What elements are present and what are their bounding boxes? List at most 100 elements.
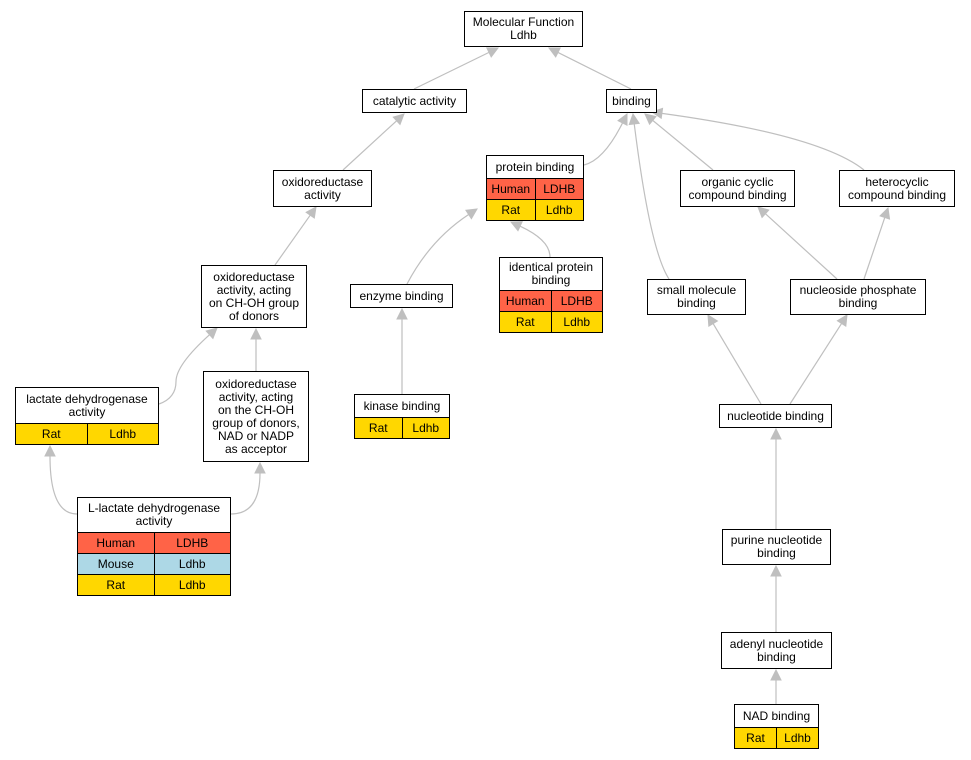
arrowhead [305, 206, 317, 219]
go-term-label: NAD binding [742, 708, 811, 723]
species-cell: Human [96, 536, 136, 550]
go-term-label: L-lactate dehydrogenase activity [87, 501, 221, 528]
species-cell: Human [491, 182, 531, 196]
go-term-label: heterocyclic compound binding [847, 174, 947, 202]
edge-binding-to-molecular-function [557, 51, 632, 90]
annotation-row: Mouse Ldhb [78, 553, 230, 574]
go-term-label: purine nucleotide binding [730, 533, 823, 560]
edge-catalytic-activity-to-molecular-function [413, 51, 490, 90]
arrowhead [509, 221, 523, 232]
species-cell: Rat [41, 427, 61, 441]
edge-small-molecule-to-binding [633, 123, 670, 280]
annotation-row: Human LDHB [78, 532, 230, 553]
edge-protein-binding-to-binding [583, 122, 624, 166]
edge-oxidoreductase-choh-to-oxidoreductase-activity [274, 214, 311, 266]
go-term-label: oxidoreductase activity, acting on the C… [212, 376, 300, 456]
edge-oxidoreductase-activity-to-catalytic-activity [342, 120, 398, 171]
go-term-label: lactate dehydrogenase activity [26, 391, 148, 419]
species-cell: Rat [746, 731, 765, 745]
go-term-label: enzyme binding [359, 288, 444, 303]
arrowhead [250, 327, 262, 340]
gene-cell: Ldhb [153, 554, 231, 574]
go-term-binding[interactable]: binding [606, 89, 657, 113]
arrowhead [44, 444, 56, 457]
edge-l-lactate-dh-to-lactate-dh [49, 455, 78, 515]
species-cell: Mouse [97, 557, 134, 571]
arrowhead [628, 112, 641, 126]
arrowhead [770, 427, 782, 440]
arrowhead [617, 113, 628, 126]
go-term-purine-nucleotide[interactable]: purine nucleotide binding [722, 529, 831, 565]
annotation-row: Rat Ldhb [355, 417, 449, 438]
edge-nucleotide-binding-to-small-molecule [712, 323, 762, 405]
arrowhead [770, 668, 782, 681]
go-term-enzyme-binding[interactable]: enzyme binding [350, 284, 453, 308]
edge-heterocyclic-to-binding [661, 112, 865, 171]
go-term-label: identical protein binding [508, 260, 594, 287]
edge-enzyme-binding-to-protein-binding [406, 214, 469, 285]
go-term-oxidoreductase-activity[interactable]: oxidoreductase activity [273, 170, 372, 207]
go-term-label: protein binding [495, 159, 575, 174]
annotation-row: Rat Ldhb [500, 311, 602, 332]
arrowhead [548, 47, 561, 58]
gene-cell: Ldhb [401, 418, 450, 438]
gene-cell: Ldhb [153, 575, 231, 595]
annotation-row: Rat Ldhb [78, 574, 230, 595]
go-term-label: oxidoreductase activity, acting on CH-OH… [208, 269, 300, 323]
species-cell: Rat [106, 578, 126, 592]
gene-cell: LDHB [550, 291, 603, 311]
arrowhead [879, 206, 891, 220]
go-term-nucleoside-phosphate[interactable]: nucleoside phosphate binding [790, 279, 926, 315]
go-term-label: oxidoreductase activity [281, 174, 364, 202]
arrowhead [486, 47, 500, 58]
arrowhead [396, 307, 408, 320]
gene-cell: Ldhb [86, 424, 159, 444]
species-cell: Rat [501, 203, 521, 217]
go-term-label: kinase binding [363, 398, 441, 413]
gene-cell: LDHB [534, 179, 584, 199]
edge-identical-protein-to-protein-binding [519, 225, 551, 258]
arrowhead [836, 314, 848, 327]
species-cell: Rat [515, 315, 535, 329]
go-term-oxidoreductase-choh[interactable]: oxidoreductase activity, acting on CH-OH… [201, 265, 307, 328]
go-term-label: adenyl nucleotide binding [729, 636, 824, 664]
arrowhead [650, 107, 664, 120]
go-term-label: catalytic activity [372, 93, 457, 108]
go-term-label: nucleotide binding [727, 408, 824, 423]
go-term-heterocyclic[interactable]: heterocyclic compound binding [839, 170, 955, 207]
go-term-label: small molecule binding [656, 283, 737, 310]
edge-organic-cyclic-to-binding [652, 119, 714, 171]
gene-cell: LDHB [153, 533, 231, 553]
edge-nucleotide-binding-to-nucleoside-phosphate [789, 323, 843, 405]
arrowhead [644, 113, 657, 126]
edge-nucleoside-phosphate-to-heterocyclic [863, 217, 886, 280]
arrowhead [757, 206, 770, 219]
gene-cell: Ldhb [550, 312, 603, 332]
go-term-label: nucleoside phosphate binding [799, 283, 917, 310]
species-cell: Human [505, 294, 545, 308]
go-term-adenyl-nucleotide[interactable]: adenyl nucleotide binding [721, 632, 832, 669]
go-term-nucleotide-binding[interactable]: nucleotide binding [719, 404, 832, 428]
go-term-organic-cyclic[interactable]: organic cyclic compound binding [680, 170, 795, 207]
arrowhead [205, 327, 218, 340]
go-term-oxidoreductase-nad[interactable]: oxidoreductase activity, acting on the C… [203, 371, 309, 462]
go-term-molecular-function[interactable]: Molecular Function Ldhb [464, 11, 583, 47]
species-cell: Rat [368, 421, 388, 435]
go-term-small-molecule[interactable]: small molecule binding [647, 279, 746, 315]
go-term-label: binding [612, 93, 651, 108]
edge-nucleoside-phosphate-to-organic-cyclic [764, 213, 838, 280]
edge-l-lactate-dh-to-oxidoreductase-nad [230, 472, 261, 515]
go-term-catalytic-activity[interactable]: catalytic activity [362, 89, 467, 113]
arrowhead [707, 314, 719, 327]
